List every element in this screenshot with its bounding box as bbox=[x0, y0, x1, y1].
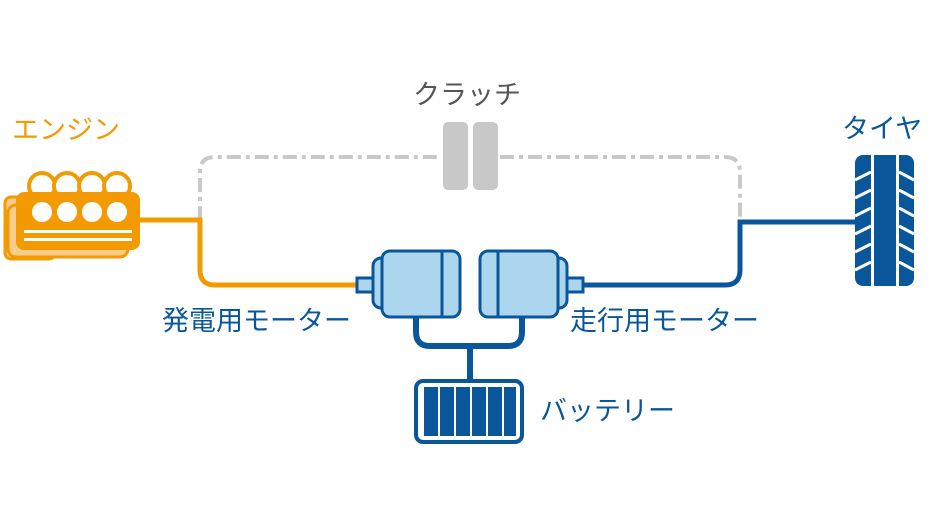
drive-motor-label: 走行用モーター bbox=[570, 306, 759, 337]
drive-motor-icon bbox=[478, 249, 585, 319]
engine-label: エンジン bbox=[12, 115, 120, 146]
battery-icon bbox=[414, 379, 524, 444]
tire-label: タイヤ bbox=[842, 114, 923, 145]
battery-label: バッテリー bbox=[540, 396, 675, 427]
generator-motor-icon bbox=[355, 249, 462, 319]
clutch-link-line bbox=[198, 155, 742, 222]
generator-motor-label: 発電用モーター bbox=[162, 306, 351, 337]
tire-icon bbox=[854, 152, 915, 289]
clutch-icon bbox=[443, 122, 498, 190]
drive-shaft-line bbox=[580, 219, 858, 288]
engine-icon bbox=[3, 171, 140, 261]
engine-shaft-line bbox=[138, 217, 360, 288]
clutch-label: クラッチ bbox=[413, 80, 521, 111]
battery-wiring bbox=[413, 316, 525, 382]
